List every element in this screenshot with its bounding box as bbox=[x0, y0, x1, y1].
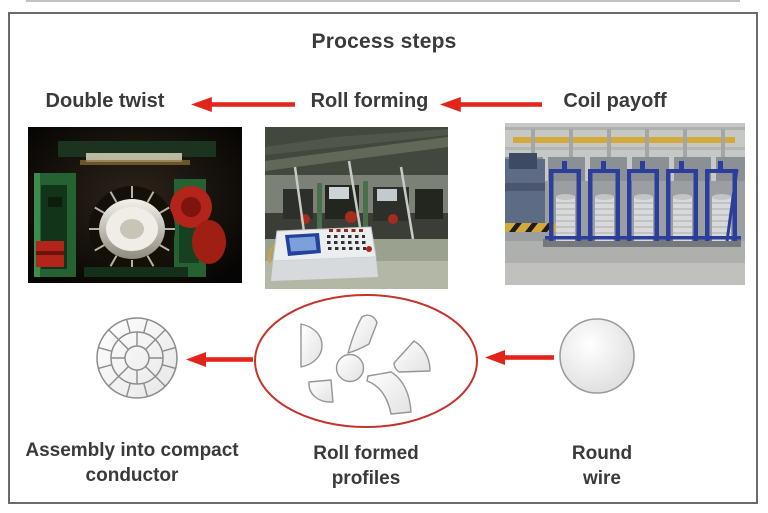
label-roll-formed-profiles: Roll formed profiles bbox=[313, 443, 419, 489]
coil-payoff-photo bbox=[505, 123, 745, 285]
arrow-left-icon bbox=[191, 96, 295, 113]
arrow-left-icon bbox=[485, 350, 554, 365]
label-coil-payoff: Coil payoff bbox=[563, 90, 667, 112]
label-assembly-compact-conductor: Assembly into compact conductor bbox=[25, 440, 239, 486]
figure-frame bbox=[8, 12, 758, 504]
double-twist-photo bbox=[28, 127, 242, 283]
round-wire-diagram bbox=[559, 318, 635, 394]
figure-title: Process steps bbox=[311, 30, 457, 53]
roll-forming-photo bbox=[265, 127, 448, 289]
page-edge-line bbox=[26, 0, 740, 2]
label-double-twist: Double twist bbox=[45, 90, 165, 112]
label-round-wire: Round wire bbox=[571, 443, 633, 489]
roll-formed-profiles-diagram bbox=[254, 294, 478, 428]
compact-conductor-diagram bbox=[96, 317, 178, 399]
arrow-left-icon bbox=[186, 352, 253, 367]
label-roll-forming: Roll forming bbox=[310, 90, 429, 112]
arrow-left-icon bbox=[440, 96, 542, 113]
